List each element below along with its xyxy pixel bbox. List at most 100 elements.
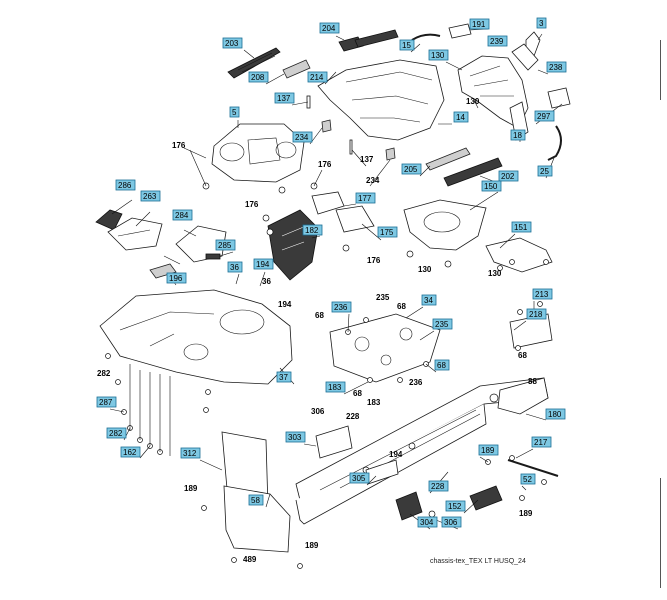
part-label-238: 238	[546, 61, 567, 73]
part-label-239: 239	[487, 35, 508, 47]
part-callout-68: 68	[518, 351, 527, 360]
part-label-box	[325, 381, 346, 393]
part-label-304: 304	[417, 516, 438, 528]
part-5-dash	[211, 123, 305, 183]
part-label-box	[453, 111, 469, 123]
part-15-strip	[411, 33, 441, 41]
part-callout-68: 68	[353, 389, 362, 398]
part-label-text: 263	[143, 192, 157, 201]
part-label-203: 203	[222, 37, 243, 49]
part-label-box	[172, 209, 193, 221]
plate-assembly	[329, 301, 553, 383]
part-label-191: 191	[469, 18, 490, 30]
part-label-box	[534, 110, 555, 122]
part-label-text: 3	[539, 19, 544, 28]
part-label-box	[428, 480, 449, 492]
right-edge-line	[660, 40, 661, 100]
part-label-189: 189	[478, 444, 499, 456]
part-label-text: 14	[456, 113, 465, 122]
part-285-strip	[205, 253, 221, 260]
part-label-196: 196	[166, 272, 187, 284]
part-label-228: 228	[428, 480, 449, 492]
part-label-text: 194	[256, 260, 270, 269]
part-217-rod	[507, 459, 559, 477]
part-label-text: 218	[529, 310, 543, 319]
part-label-box	[229, 106, 240, 118]
part-label-text: 297	[537, 112, 551, 121]
part-strip	[354, 29, 399, 48]
part-label-box	[399, 39, 415, 51]
part-label-text: 235	[435, 320, 449, 329]
part-label-box	[349, 472, 370, 484]
part-label-150: 150	[481, 180, 502, 192]
part-label-285: 285	[215, 239, 236, 251]
part-label-box	[115, 179, 136, 191]
part-297-block	[547, 87, 571, 109]
part-label-box	[421, 294, 437, 306]
part-label-box	[355, 192, 376, 204]
part-callout-194: 194	[278, 300, 292, 309]
part-label-box	[531, 436, 552, 448]
part-label-text: 196	[169, 274, 183, 283]
part-label-text: 15	[402, 41, 411, 50]
part-label-177: 177	[355, 192, 376, 204]
part-label-217: 217	[531, 436, 552, 448]
part-label-box	[428, 49, 449, 61]
part-label-text: 130	[431, 51, 445, 60]
part-label-text: 236	[334, 303, 348, 312]
part-304-plate	[395, 491, 423, 521]
part-label-5: 5	[229, 106, 240, 118]
part-label-text: 182	[305, 226, 319, 235]
center-brackets	[262, 191, 553, 281]
part-label-text: 228	[431, 482, 445, 491]
part-label-151: 151	[511, 221, 532, 233]
part-label-214: 214	[307, 71, 328, 83]
part-callout-306: 306	[311, 407, 325, 416]
part-label-box	[292, 131, 313, 143]
part-label-180: 180	[545, 408, 566, 420]
part-label-234: 234	[292, 131, 313, 143]
part-label-text: 25	[540, 167, 549, 176]
part-234-clip	[321, 119, 332, 133]
part-label-text: 203	[225, 39, 239, 48]
part-205-strip	[425, 147, 471, 171]
part-202-strip	[443, 157, 503, 187]
part-label-text: 217	[534, 438, 548, 447]
part-label-text: 282	[109, 429, 123, 438]
part-label-284: 284	[172, 209, 193, 221]
part-label-58: 58	[248, 494, 264, 506]
part-callout-130: 130	[418, 265, 432, 274]
part-label-box	[248, 494, 264, 506]
part-label-box	[510, 129, 526, 141]
part-14-hood	[317, 59, 445, 141]
part-label-box	[331, 301, 352, 313]
part-25-hook	[547, 125, 562, 161]
part-label-152: 152	[445, 500, 466, 512]
part-label-text: 183	[328, 383, 342, 392]
part-label-box	[520, 473, 536, 485]
part-callout-176: 176	[172, 141, 186, 150]
part-label-text: 175	[380, 228, 394, 237]
part-label-text: 208	[251, 73, 265, 82]
part-callout-282: 282	[97, 369, 111, 378]
part-label-263: 263	[140, 190, 161, 202]
part-label-text: 34	[424, 296, 433, 305]
part-label-box	[546, 61, 567, 73]
part-label-box	[227, 261, 243, 273]
part-label-text: 151	[514, 223, 528, 232]
part-label-box	[545, 408, 566, 420]
hood-assembly	[227, 23, 571, 187]
part-label-text: 214	[310, 73, 324, 82]
part-label-text: 286	[118, 181, 132, 190]
part-label-text: 5	[232, 108, 237, 117]
part-label-box	[106, 427, 127, 439]
part-label-205: 205	[401, 163, 422, 175]
part-label-text: 68	[437, 361, 446, 370]
part-callout-189: 189	[519, 509, 533, 518]
part-callout-176: 176	[245, 200, 259, 209]
part-label-text: 312	[183, 449, 197, 458]
part-label-236: 236	[331, 301, 352, 313]
part-label-175: 175	[377, 226, 398, 238]
part-label-text: 305	[352, 474, 366, 483]
